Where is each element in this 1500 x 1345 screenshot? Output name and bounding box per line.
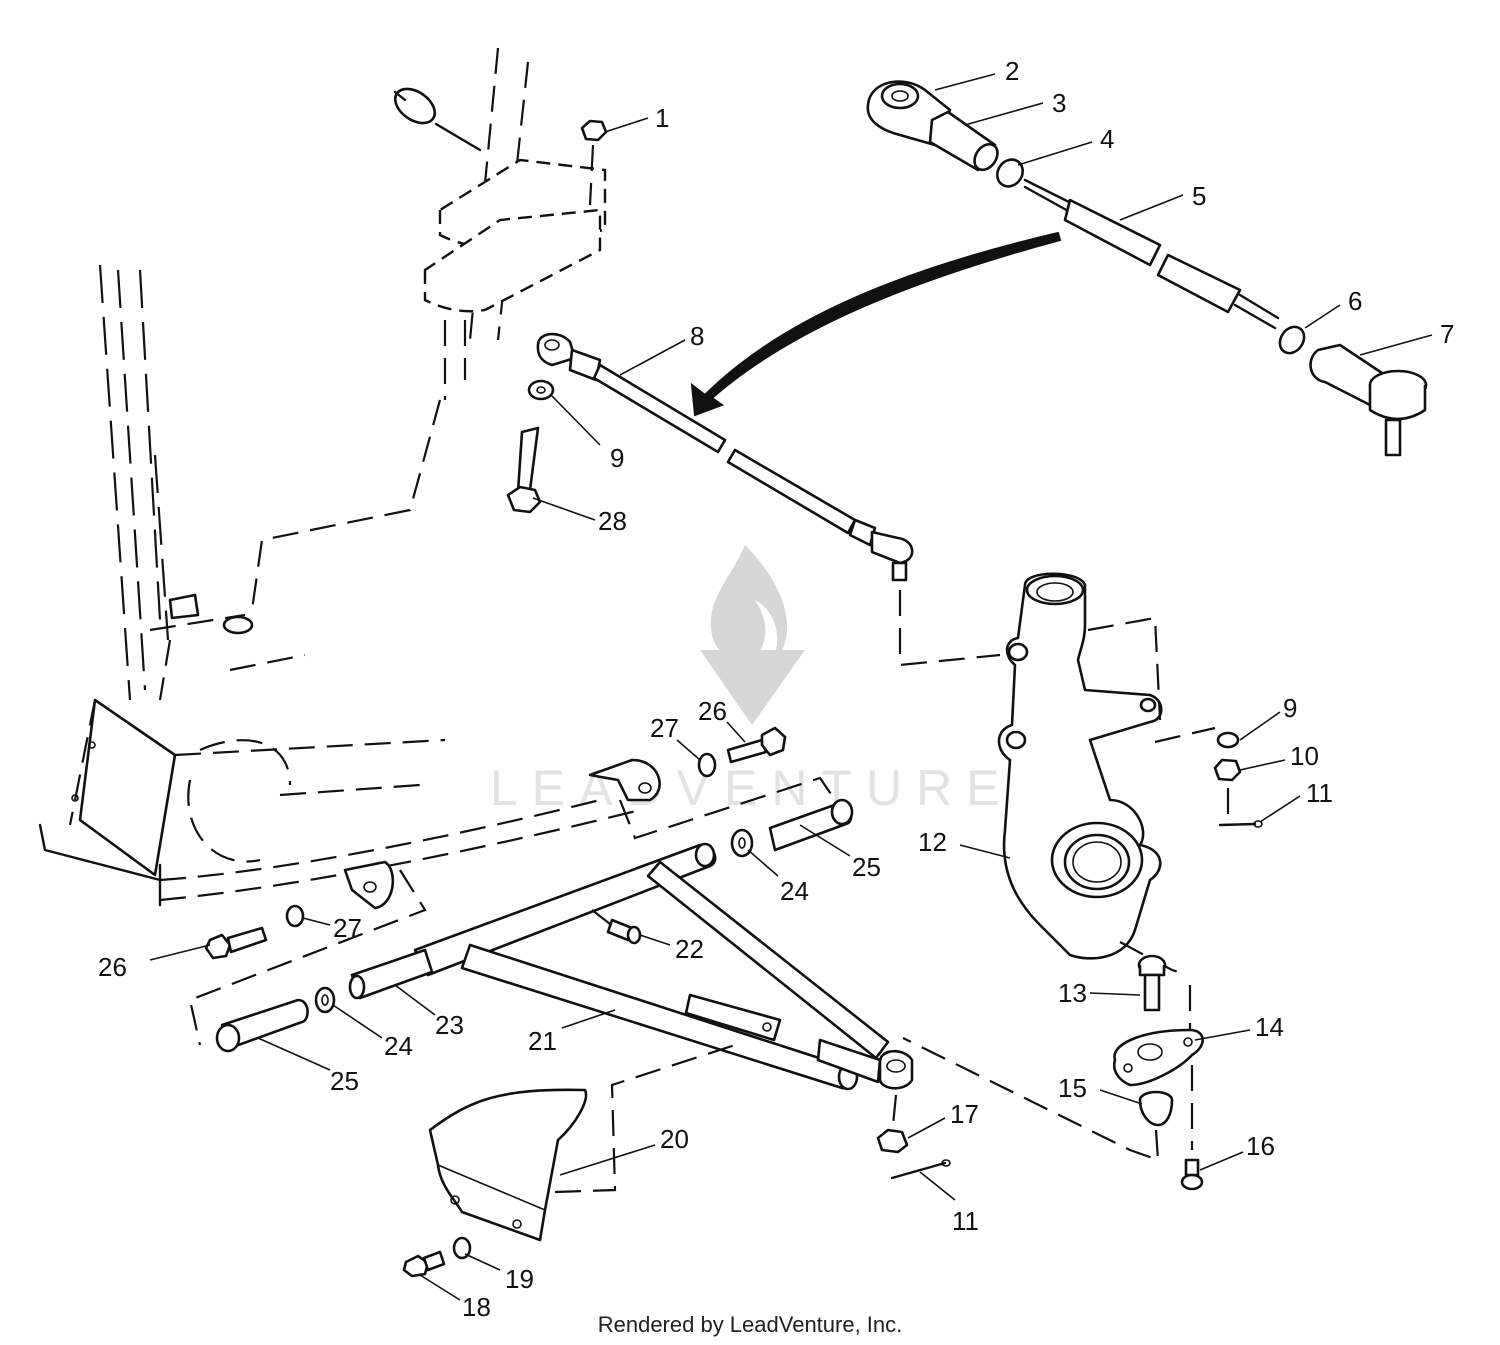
callout-15: 15: [1058, 1073, 1087, 1103]
watermark: LEADVENTURE: [490, 545, 1014, 816]
callout-10: 10: [1290, 741, 1319, 771]
bolt-13: [1137, 954, 1167, 1012]
splash-guard-20: [428, 1043, 736, 1242]
jam-nut-6: [1278, 325, 1306, 355]
bolt-26-lower: [204, 926, 268, 960]
frame-bracket-left: [188, 860, 427, 1046]
bushing-24-lower: [314, 986, 336, 1014]
spindle-12: [997, 572, 1216, 977]
pin-25-lower: [215, 998, 309, 1053]
callout-25-upper: 25: [852, 852, 881, 882]
washer-27-upper: [697, 752, 717, 778]
nut-10: [1213, 758, 1242, 815]
callout-24-lower: 24: [384, 1031, 413, 1061]
callout-5: 5: [1192, 181, 1206, 211]
tie-rod-end-2: [866, 80, 952, 147]
callout-26-upper: 26: [698, 696, 727, 726]
tie-rod-end-7: [1309, 343, 1428, 457]
assembly-arrow: [690, 231, 1062, 417]
callout-22: 22: [675, 934, 704, 964]
washer-27-lower: [285, 904, 305, 928]
callout-27-upper: 27: [650, 713, 679, 743]
washer-9: [527, 379, 555, 401]
callout-9-right: 9: [1283, 693, 1297, 723]
tie-rod-assembly-8: [536, 332, 1001, 667]
callout-19: 19: [505, 1264, 534, 1294]
plate-14: [1112, 985, 1204, 1150]
bolt-28: [506, 426, 542, 514]
washer-19: [452, 1236, 472, 1260]
callout-18: 18: [462, 1292, 491, 1322]
tie-rod-5: [1023, 178, 1280, 330]
callout-13: 13: [1058, 978, 1087, 1008]
cotter-pin-11-right: [1218, 820, 1263, 828]
callout-21: 21: [528, 1026, 557, 1056]
callout-labels: 1 2 3 4 5 6 7 8 9 28 9 10 11 12 13 14 15…: [98, 56, 1454, 1322]
grease-fitting-22: [591, 909, 642, 945]
ball-joint-15: [902, 1037, 1174, 1162]
callout-1: 1: [655, 103, 669, 133]
bolt-18: [402, 1250, 446, 1278]
callout-14: 14: [1255, 1012, 1284, 1042]
callout-7: 7: [1440, 319, 1454, 349]
steering-column: [250, 47, 607, 611]
a-arm-21: [413, 842, 914, 1091]
callout-12: 12: [918, 827, 947, 857]
callout-2: 2: [1005, 56, 1019, 86]
callout-9-upper: 9: [610, 443, 624, 473]
callout-6: 6: [1348, 286, 1362, 316]
callout-27-lower: 27: [333, 913, 362, 943]
callout-11-lower: 11: [952, 1206, 979, 1236]
callout-28: 28: [598, 506, 627, 536]
leader-lines: [149, 73, 1433, 1301]
castle-nut-17: [876, 1094, 909, 1154]
bolt-26-upper: [726, 726, 787, 764]
watermark-text: LEADVENTURE: [490, 760, 1014, 816]
jam-sleeve-3: [928, 110, 999, 172]
flame-logo: [710, 545, 788, 665]
callout-17: 17: [950, 1099, 979, 1129]
callout-16: 16: [1246, 1131, 1275, 1161]
jam-nut-4: [996, 158, 1024, 188]
callout-24-upper: 24: [780, 876, 809, 906]
bushing-24-upper: [730, 828, 754, 858]
callout-11-right: 11: [1306, 778, 1333, 808]
bolt-16: [1180, 1158, 1204, 1191]
callout-3: 3: [1052, 88, 1066, 118]
callout-26-lower: 26: [98, 952, 127, 982]
callout-8: 8: [690, 321, 704, 351]
callout-4: 4: [1100, 124, 1114, 154]
frame-bracket-right: [588, 758, 836, 840]
render-credit: Rendered by LeadVenture, Inc.: [597, 1312, 903, 1337]
callout-23: 23: [435, 1010, 464, 1040]
frame: [38, 264, 641, 907]
callout-25-lower: 25: [330, 1066, 359, 1096]
v-logo: [700, 650, 805, 725]
pin-25-upper: [768, 798, 854, 852]
cotter-pin-11-lower: [890, 1159, 951, 1180]
pivot-tube-23: [348, 948, 434, 1000]
callout-20: 20: [660, 1124, 689, 1154]
washer-9-right: [1216, 731, 1240, 749]
